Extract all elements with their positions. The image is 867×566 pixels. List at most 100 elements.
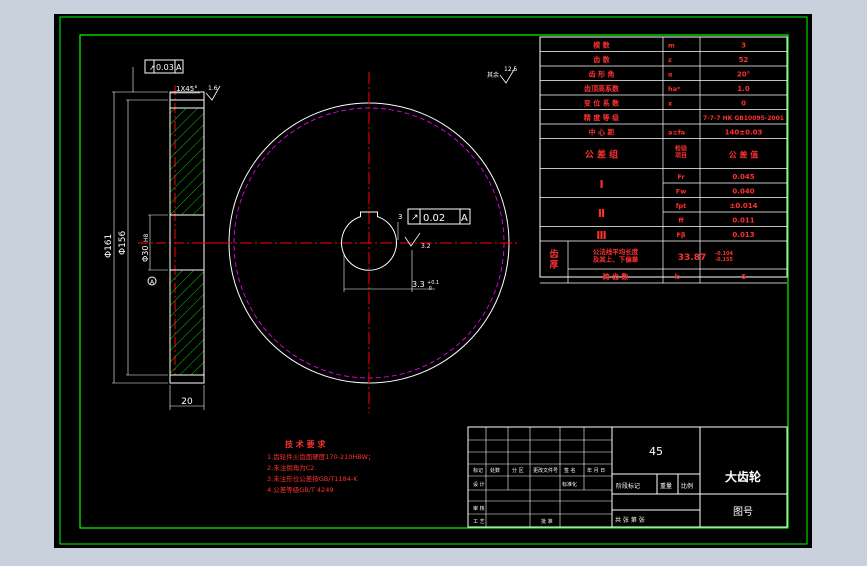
- svg-text:签 名: 签 名: [564, 467, 576, 474]
- svg-text:A: A: [150, 279, 155, 286]
- thickness-desc: 公法线平均长度及其上、下偏差: [593, 247, 639, 263]
- param-label-3: 齿顶高系数: [584, 84, 620, 93]
- svg-text:批 准: 批 准: [541, 518, 553, 525]
- svg-text:标准化: 标准化: [562, 481, 577, 488]
- svg-text:共 张 第 张: 共 张 第 张: [615, 516, 645, 524]
- span-label: 跨 齿 数: [603, 272, 630, 281]
- thickness-label: 齿厚: [549, 248, 558, 270]
- side-bore-dia: Φ30: [141, 246, 150, 262]
- side-outer-dia: Φ161: [104, 234, 114, 258]
- side-roughness: 1.6: [208, 85, 218, 92]
- svg-text:阶段标记: 阶段标记: [616, 482, 640, 490]
- side-upper-section: [169, 107, 205, 216]
- param-symbol-2: α: [668, 71, 673, 79]
- tech-note-4: 4.公差等级GB/T 4249: [267, 485, 333, 494]
- param-symbol-0: m: [668, 42, 675, 50]
- tech-note-1: 1.齿轮件火齿面硬度170-210HBW；: [267, 452, 374, 461]
- param-symbol-4: x: [668, 100, 673, 108]
- technical-notes: 技 术 要 求 1.齿轮件火齿面硬度170-210HBW； 2.未注倒角为C2.…: [267, 439, 374, 494]
- check-header: 检验项目: [675, 145, 687, 160]
- datum-symbol: [147, 276, 157, 286]
- param-label-0: 模 数: [593, 41, 610, 50]
- thickness-value: 33.87: [678, 253, 706, 263]
- group-2-value-0: 0.013: [732, 231, 754, 239]
- tech-note-2: 2.未注倒角为C2.: [267, 463, 316, 472]
- keyway-roughness-icon: [404, 232, 421, 247]
- side-view: 20 Φ161 Φ156 Φ30 H8 A ↗ 0.03 A 1X45° 1.6: [104, 59, 222, 410]
- runout-frame: [407, 208, 471, 225]
- param-value-1: 52: [739, 56, 749, 64]
- svg-text:+0.1 0: +0.1 0: [427, 280, 439, 292]
- group-1-value-1: 0.011: [732, 217, 754, 225]
- outer-frame: [59, 16, 808, 545]
- group-0-symbol-1: Fw: [676, 188, 686, 196]
- flatness-value: 0.03: [156, 63, 174, 72]
- corner-note: 其余: [487, 71, 499, 79]
- title-block: 45 大齿轮 图号 标记 处数 分 区 更改文件号 签 名 年 月 日 设 计 …: [467, 426, 788, 528]
- span-value: 6: [741, 273, 746, 281]
- svg-text:↗: ↗: [149, 64, 155, 72]
- param-label-6: 中 心 距: [589, 128, 615, 137]
- group-name-2: Ⅲ: [596, 229, 606, 242]
- svg-text:更改文件号: 更改文件号: [533, 467, 558, 474]
- param-value-2: 20°: [737, 71, 750, 79]
- svg-text:3.2: 3.2: [421, 243, 431, 250]
- keyway-depth: 3.3: [412, 280, 425, 289]
- group-0-value-0: 0.045: [732, 173, 754, 181]
- runout-datum: A: [461, 213, 468, 224]
- title-material: 45: [649, 445, 663, 458]
- span-symbol: k: [675, 273, 680, 281]
- tech-notes-title: 技 术 要 求: [285, 439, 326, 449]
- keyway-width: 3: [398, 213, 402, 221]
- corner-roughness-icon: [499, 67, 516, 84]
- side-width-dim: 20: [181, 397, 193, 407]
- group-1-value-0: ±0.014: [729, 202, 757, 210]
- param-value-0: 3: [741, 42, 746, 50]
- group-1-symbol-0: fpt: [676, 202, 687, 210]
- flatness-frame: [144, 59, 184, 74]
- allowance-header: 公 差 值: [729, 150, 759, 160]
- param-label-1: 齿 数: [593, 55, 610, 64]
- roughness-icon: [205, 85, 221, 101]
- svg-text:设 计: 设 计: [473, 481, 485, 488]
- svg-text:工 艺: 工 艺: [473, 519, 485, 525]
- side-root-dia: Φ156: [118, 230, 128, 255]
- svg-text:年 月 日: 年 月 日: [587, 467, 605, 474]
- svg-text:12.5: 12.5: [504, 66, 518, 73]
- group-name-1: Ⅱ: [598, 207, 605, 220]
- side-lower-section: [169, 269, 205, 376]
- svg-text:重量: 重量: [660, 482, 672, 490]
- param-symbol-6: a±fa: [668, 129, 685, 137]
- flatness-datum: A: [176, 63, 182, 72]
- title-part-name: 大齿轮: [725, 469, 762, 484]
- group-header: 公 差 组: [585, 149, 618, 161]
- param-label-2: 齿 形 角: [589, 70, 615, 79]
- param-value-4: 0: [741, 100, 746, 108]
- param-symbol-1: z: [668, 56, 672, 64]
- svg-text:处数: 处数: [490, 467, 500, 474]
- title-drawing-no: 图号: [733, 506, 753, 518]
- svg-text:分 区: 分 区: [512, 467, 524, 474]
- bore-keyway: [341, 211, 397, 271]
- group-0-value-1: 0.040: [732, 188, 754, 196]
- tech-note-3: 3.未注形位公差按GB/T1184-K: [267, 474, 358, 483]
- svg-text:↗: ↗: [411, 213, 419, 223]
- param-label-4: 变 位 系 数: [584, 99, 620, 108]
- runout-value: 0.02: [423, 213, 445, 224]
- param-value-6: 140±0.03: [725, 129, 763, 137]
- group-name-0: Ⅰ: [599, 178, 603, 191]
- param-symbol-3: ha*: [668, 85, 681, 93]
- svg-text:审 核: 审 核: [473, 505, 485, 512]
- group-2-symbol-0: Fβ: [676, 231, 685, 239]
- param-label-5: 精 度 等 级: [584, 113, 620, 122]
- front-view: ↗ 0.02 A 3 3.2 3.3 +0.1 0 其余 12.5: [200, 66, 520, 413]
- svg-text:比例: 比例: [681, 482, 693, 490]
- group-0-symbol-0: Fr: [677, 173, 685, 181]
- param-value-5: 7-7-7 HK GB10095-2001: [703, 115, 784, 122]
- thickness-tol: -0.104-0.155: [715, 251, 733, 263]
- side-outline: [169, 91, 205, 384]
- svg-text:标记: 标记: [473, 467, 483, 474]
